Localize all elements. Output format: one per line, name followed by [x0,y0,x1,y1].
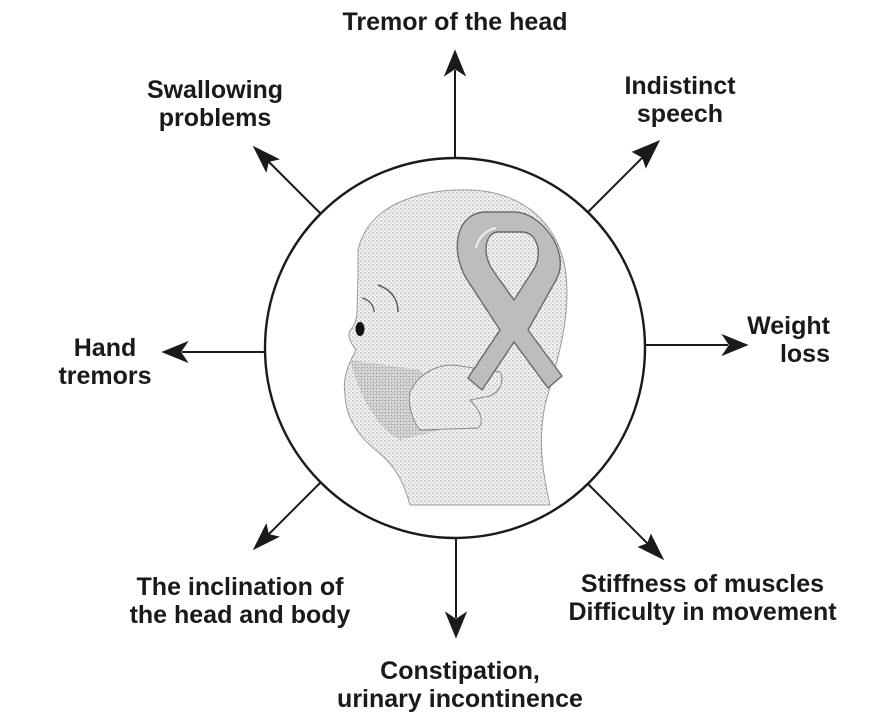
label-swallowing-line-2: problems [100,104,330,132]
arrow-top-left [268,161,320,213]
arrow-top-right [588,157,643,212]
label-weight-loss-line-1: Weight [700,312,830,340]
label-constipation-line-2: urinary incontinence [300,685,620,713]
label-stiffness-line-2: Difficulty in movement [530,598,875,626]
label-constipation-line-1: Constipation, [300,657,620,685]
label-swallowing-line-1: Swallowing [100,76,330,104]
label-hand-tremors: Hand tremors [40,334,170,390]
label-inclination-line-2: the head and body [80,601,400,629]
label-weight-loss: Weight loss [700,312,830,368]
label-tremor-of-head: Tremor of the head [280,8,630,36]
label-stiffness-line-1: Stiffness of muscles [530,570,875,598]
label-hand-tremors-line-2: tremors [40,362,170,390]
label-weight-loss-line-2: loss [700,340,830,368]
label-tremor-of-head-line-1: Tremor of the head [280,8,630,36]
label-stiffness-difficulty: Stiffness of muscles Difficulty in movem… [530,570,875,626]
arrow-bottom-right [588,484,648,544]
arrow-bottom-left [268,483,320,535]
label-indistinct-line-2: speech [580,100,780,128]
label-indistinct-speech: Indistinct speech [580,72,780,128]
eye [356,322,365,336]
label-swallowing-problems: Swallowing problems [100,76,330,132]
label-indistinct-line-1: Indistinct [580,72,780,100]
label-inclination-line-1: The inclination of [80,573,400,601]
label-hand-tremors-line-1: Hand [40,334,170,362]
label-constipation-incontinence: Constipation, urinary incontinence [300,657,620,713]
label-inclination-head-body: The inclination of the head and body [80,573,400,629]
